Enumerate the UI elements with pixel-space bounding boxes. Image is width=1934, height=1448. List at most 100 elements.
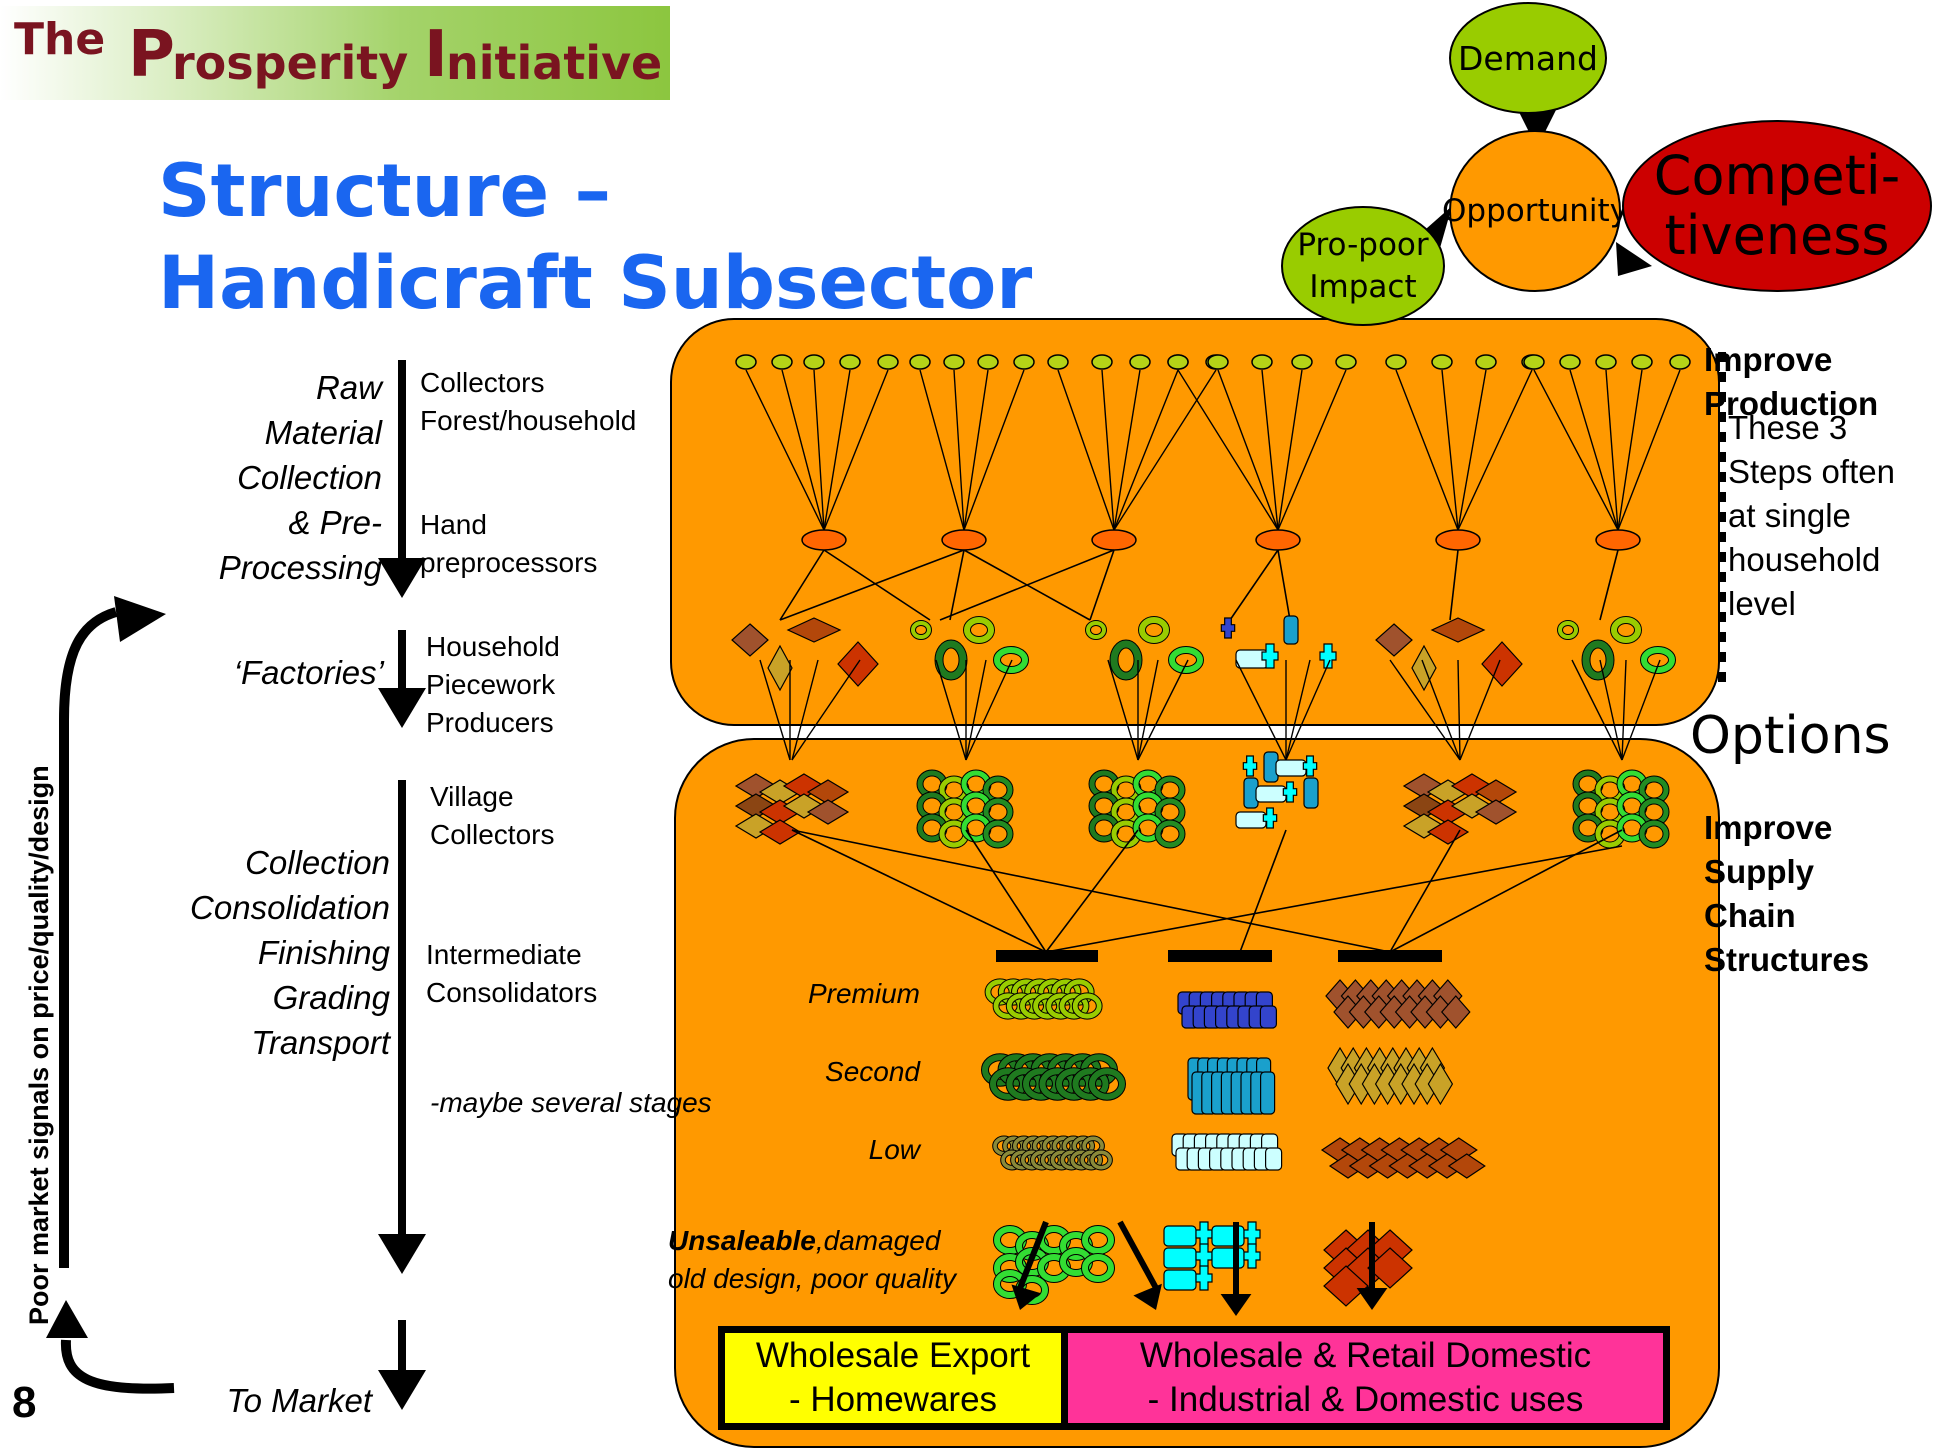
cluster-grading-link [791,829,1391,953]
collector-oval [1559,354,1581,370]
bullet-dash [1718,452,1726,462]
block-product [1275,759,1307,777]
collector-link [963,369,989,531]
bullet-dash [1718,612,1726,622]
diamond-product [1375,623,1413,657]
cross-product [1195,1265,1213,1291]
logo: The P rosperity I nitiative [0,6,670,100]
producer-cluster-link [1285,659,1311,761]
cluster-grading-link [965,829,1047,953]
bullet-dash [1718,572,1726,582]
diamond-product [1367,1247,1413,1289]
market-domestic-line-1: Wholesale & Retail Domestic [1139,1336,1592,1375]
note-line: Steps often [1728,453,1895,490]
cross-product [1243,1221,1261,1247]
collector-oval [1385,354,1407,370]
cross-product [1220,617,1236,639]
collector-link [1113,369,1217,531]
logo-nitiative: nitiative [446,36,663,90]
stage-raw-line: Raw [315,369,382,406]
collector-link [1457,369,1487,531]
producer-cluster-link [1137,659,1159,761]
collector-link [1277,369,1347,531]
producer-cluster-link [935,659,967,761]
diamond-product [758,819,802,845]
competitiveness-label-1: Competi- [1653,144,1901,207]
damaged-text: ,damaged [815,1225,941,1256]
producer-link [949,549,965,621]
collector-link [823,369,851,531]
actor-intermediate: Intermediate [426,939,582,970]
cross-product [1262,807,1278,829]
grade-unsaleable: Unsaleable,damaged old design, poor qual… [668,1222,956,1298]
collector-link [963,369,1025,531]
stage-raw-line: & Pre- [288,504,382,541]
producer-cluster-link [965,659,987,761]
collector-link [1217,369,1279,531]
bullet-dash [1718,672,1726,682]
collector-oval [1207,354,1229,370]
bullet-dash [1718,532,1726,542]
propoor-label-1: Pro-poor [1297,227,1429,263]
collector-oval [1523,354,1545,370]
collector-oval [943,354,965,370]
collector-oval [1091,354,1113,370]
demand-bubble: Demand [1449,2,1607,114]
diamond-product [1481,641,1523,687]
bullet-dash [1718,492,1726,502]
to-market-arrow-head [378,1370,426,1410]
collector-link [1277,369,1303,531]
block-product [1235,811,1267,829]
producer-cluster-link [1571,659,1623,761]
actor-maybe-stages: -maybe several stages [430,1087,712,1118]
market-arrow-head [1220,1294,1252,1316]
improve-production-label: Improve Production [1704,338,1878,426]
collector-oval [1475,354,1497,370]
market-arrow-head [1011,1284,1042,1310]
competitiveness-label-2: tiveness [1664,204,1890,267]
collector-link [1113,369,1141,531]
collector-oval [803,354,825,370]
grading-bar [1168,950,1272,962]
ring-product [1090,1150,1112,1170]
collector-oval [1335,354,1357,370]
collector-oval [1251,354,1273,370]
title-line-1: Structure – [158,149,612,234]
market-arrow [1117,1220,1159,1290]
improve-production-line: Improve [1704,341,1833,378]
supply-line: Supply [1704,853,1815,890]
producer-link [1277,549,1291,621]
stage-collection-line: Transport [251,1024,390,1061]
diamond-product [767,644,793,692]
opportunity-label: Opportunity [1441,193,1629,229]
logo-the: The [14,14,106,65]
cluster-grading-link [1389,829,1461,953]
actor-hand: Hand [420,509,487,540]
collector-link [1569,369,1619,531]
improve-supply-label: Improve Supply Chain Structures [1704,806,1869,982]
bullet-dash [1718,432,1726,442]
block-product [1211,1247,1245,1269]
ring-product [1082,1226,1114,1254]
stage-factories: ‘Factories’ [233,654,384,691]
collector-link [1113,369,1179,531]
producer-link [1599,549,1619,621]
diamond-product [1430,617,1486,643]
ring-product [964,617,994,643]
collector-link [1057,369,1115,531]
propoor-bubble: Pro-poor Impact [1281,206,1445,326]
producer-cluster-link [965,659,1013,761]
bullet-dash [1718,592,1726,602]
collector-oval [1431,354,1453,370]
ring-product [1059,993,1089,1019]
collector-link [1101,369,1115,531]
market-export-line-1: Wholesale Export [755,1336,1031,1375]
producer-cluster-link [1599,659,1623,761]
collector-link [1441,369,1459,531]
producer-cluster-link [1285,659,1331,761]
market-boxes: Wholesale Export - Homewares Wholesale &… [718,1326,1670,1430]
title-line-2: Handicraft Subsector [158,241,1033,326]
producer-cluster-link [791,659,861,761]
collector-link [919,369,965,531]
cross-product [1261,643,1279,669]
